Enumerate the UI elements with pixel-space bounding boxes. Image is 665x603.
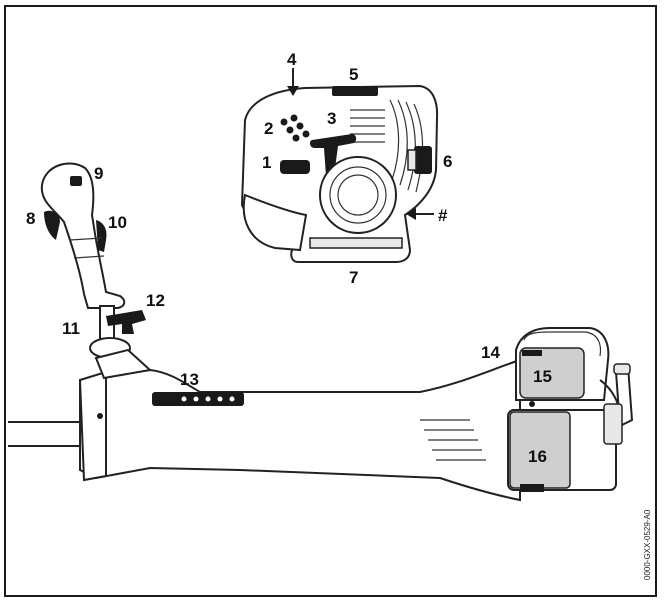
label-hash: # — [438, 206, 448, 225]
top-plate — [332, 86, 378, 96]
wing-screw — [106, 310, 146, 334]
label-15: 15 — [533, 367, 552, 386]
label-2: 2 — [264, 119, 273, 138]
label-11: 11 — [62, 319, 80, 338]
handle-button — [70, 176, 82, 186]
primer-holes — [280, 114, 310, 142]
label-4: 4 — [287, 50, 297, 69]
throttle-lockout — [44, 210, 60, 240]
label-13: 13 — [180, 370, 199, 389]
engine-illustration — [240, 68, 439, 263]
label-6: 6 — [443, 152, 452, 171]
label-3: 3 — [327, 109, 336, 128]
muffler — [414, 146, 432, 174]
label-10: 10 — [108, 213, 127, 232]
part-code: 0000-GXX-0529-A0 — [643, 509, 652, 580]
label-8: 8 — [26, 209, 35, 228]
callout-labels: 1 2 3 4 5 6 7 # 8 9 10 11 12 13 14 15 16… — [26, 50, 652, 580]
throttle-trigger — [96, 220, 107, 252]
engine-base — [309, 237, 403, 249]
label-5: 5 — [349, 65, 358, 84]
label-9: 9 — [94, 164, 103, 183]
choke-lever — [280, 160, 310, 174]
air-filter-cover — [519, 347, 585, 399]
handle-illustration — [40, 162, 146, 359]
shaft-illustration — [8, 327, 634, 502]
label-1: 1 — [262, 153, 271, 172]
recoil-starter — [319, 156, 397, 234]
starter-handle — [309, 134, 357, 176]
rear-handle — [40, 162, 126, 309]
label-16: 16 — [528, 447, 547, 466]
label-12: 12 — [146, 291, 165, 310]
label-14: 14 — [481, 343, 500, 362]
label-7: 7 — [349, 268, 358, 287]
